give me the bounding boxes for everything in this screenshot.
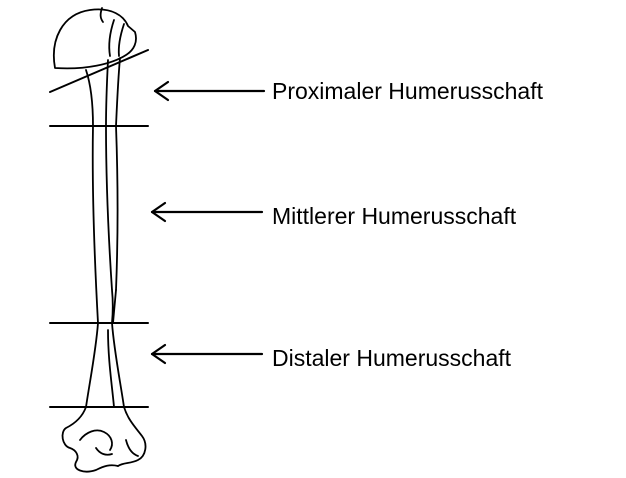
division-lines (50, 50, 148, 407)
arrow-proximal (155, 82, 264, 100)
middle-shaft-outline (93, 126, 118, 323)
distal-shaft-outline (86, 323, 124, 407)
humeral-condyles (63, 407, 146, 472)
arrow-distaler (152, 345, 262, 363)
arrow-mittlerer (152, 203, 262, 221)
arrows (152, 82, 264, 363)
neck-division-line (50, 50, 148, 92)
label-mittlerer-humerusschaft: Mittlerer Humerusschaft (272, 203, 516, 229)
label-distaler-humerusschaft: Distaler Humerusschaft (272, 345, 511, 371)
label-proximal-humerusschaft: Proximaler Humerusschaft (272, 78, 543, 104)
humeral-head (54, 8, 136, 68)
